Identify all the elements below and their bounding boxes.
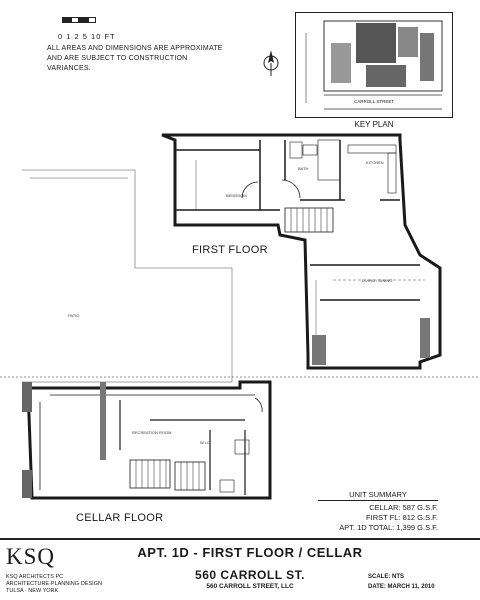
summary-row: CELLAR: 587 G.S.F. — [369, 503, 438, 512]
key-plan: CARROLL STREET — [295, 12, 453, 118]
north-arrow-icon — [263, 50, 279, 76]
room-label-patio: PATIO — [68, 313, 80, 318]
drawing-title: APT. 1D - FIRST FLOOR / CELLAR — [137, 545, 363, 560]
floor-plan-drawing — [0, 133, 480, 500]
firm-locations: TULSA · NEW YORK — [6, 588, 59, 594]
title-block-divider — [0, 538, 480, 540]
scale-label: SCALE: NTS — [368, 574, 404, 580]
summary-row: FIRST FL: 812 G.S.F. — [366, 513, 438, 522]
owner-name: 560 CARROLL STREET, LLC — [206, 583, 294, 590]
key-plan-street: CARROLL STREET — [354, 99, 395, 104]
summary-row: APT. 1D TOTAL: 1,399 G.S.F. — [339, 523, 438, 532]
disclaimer-note: ALL AREAS AND DIMENSIONS ARE APPROXIMATE… — [47, 45, 223, 72]
drawing-address: 560 CARROLL ST. — [195, 568, 305, 582]
firm-discipline: ARCHITECTURE·PLANNING·DESIGN — [6, 581, 102, 587]
unit-summary: UNIT SUMMARY CELLAR: 587 G.S.F. FIRST FL… — [318, 490, 438, 533]
cellar-floor-label: CELLAR FLOOR — [76, 512, 164, 524]
room-label-bath: BATH — [298, 166, 309, 171]
scale-ticks: 0 1 2 5 10 FT — [58, 32, 116, 41]
firm-name: KSQ ARCHITECTS PC — [6, 574, 64, 580]
date-label: DATE: MARCH 11, 2010 — [368, 584, 435, 590]
room-label-recreation: RECREATION ROOM — [132, 430, 172, 435]
key-plan-drawing — [305, 20, 443, 110]
first-floor-label: FIRST FLOOR — [192, 244, 268, 256]
unit-summary-heading: UNIT SUMMARY — [318, 490, 438, 501]
key-plan-label: KEY PLAN — [354, 120, 394, 129]
room-label-bedroom: BEDROOM — [226, 193, 247, 198]
room-label-wic: W.I.C. — [200, 440, 211, 445]
firm-logo: KSQ — [6, 544, 56, 569]
room-label-living: LIVING / DINING — [362, 278, 393, 283]
scale-bar — [62, 17, 96, 23]
room-label-kitchen: KITCHEN — [366, 160, 384, 165]
